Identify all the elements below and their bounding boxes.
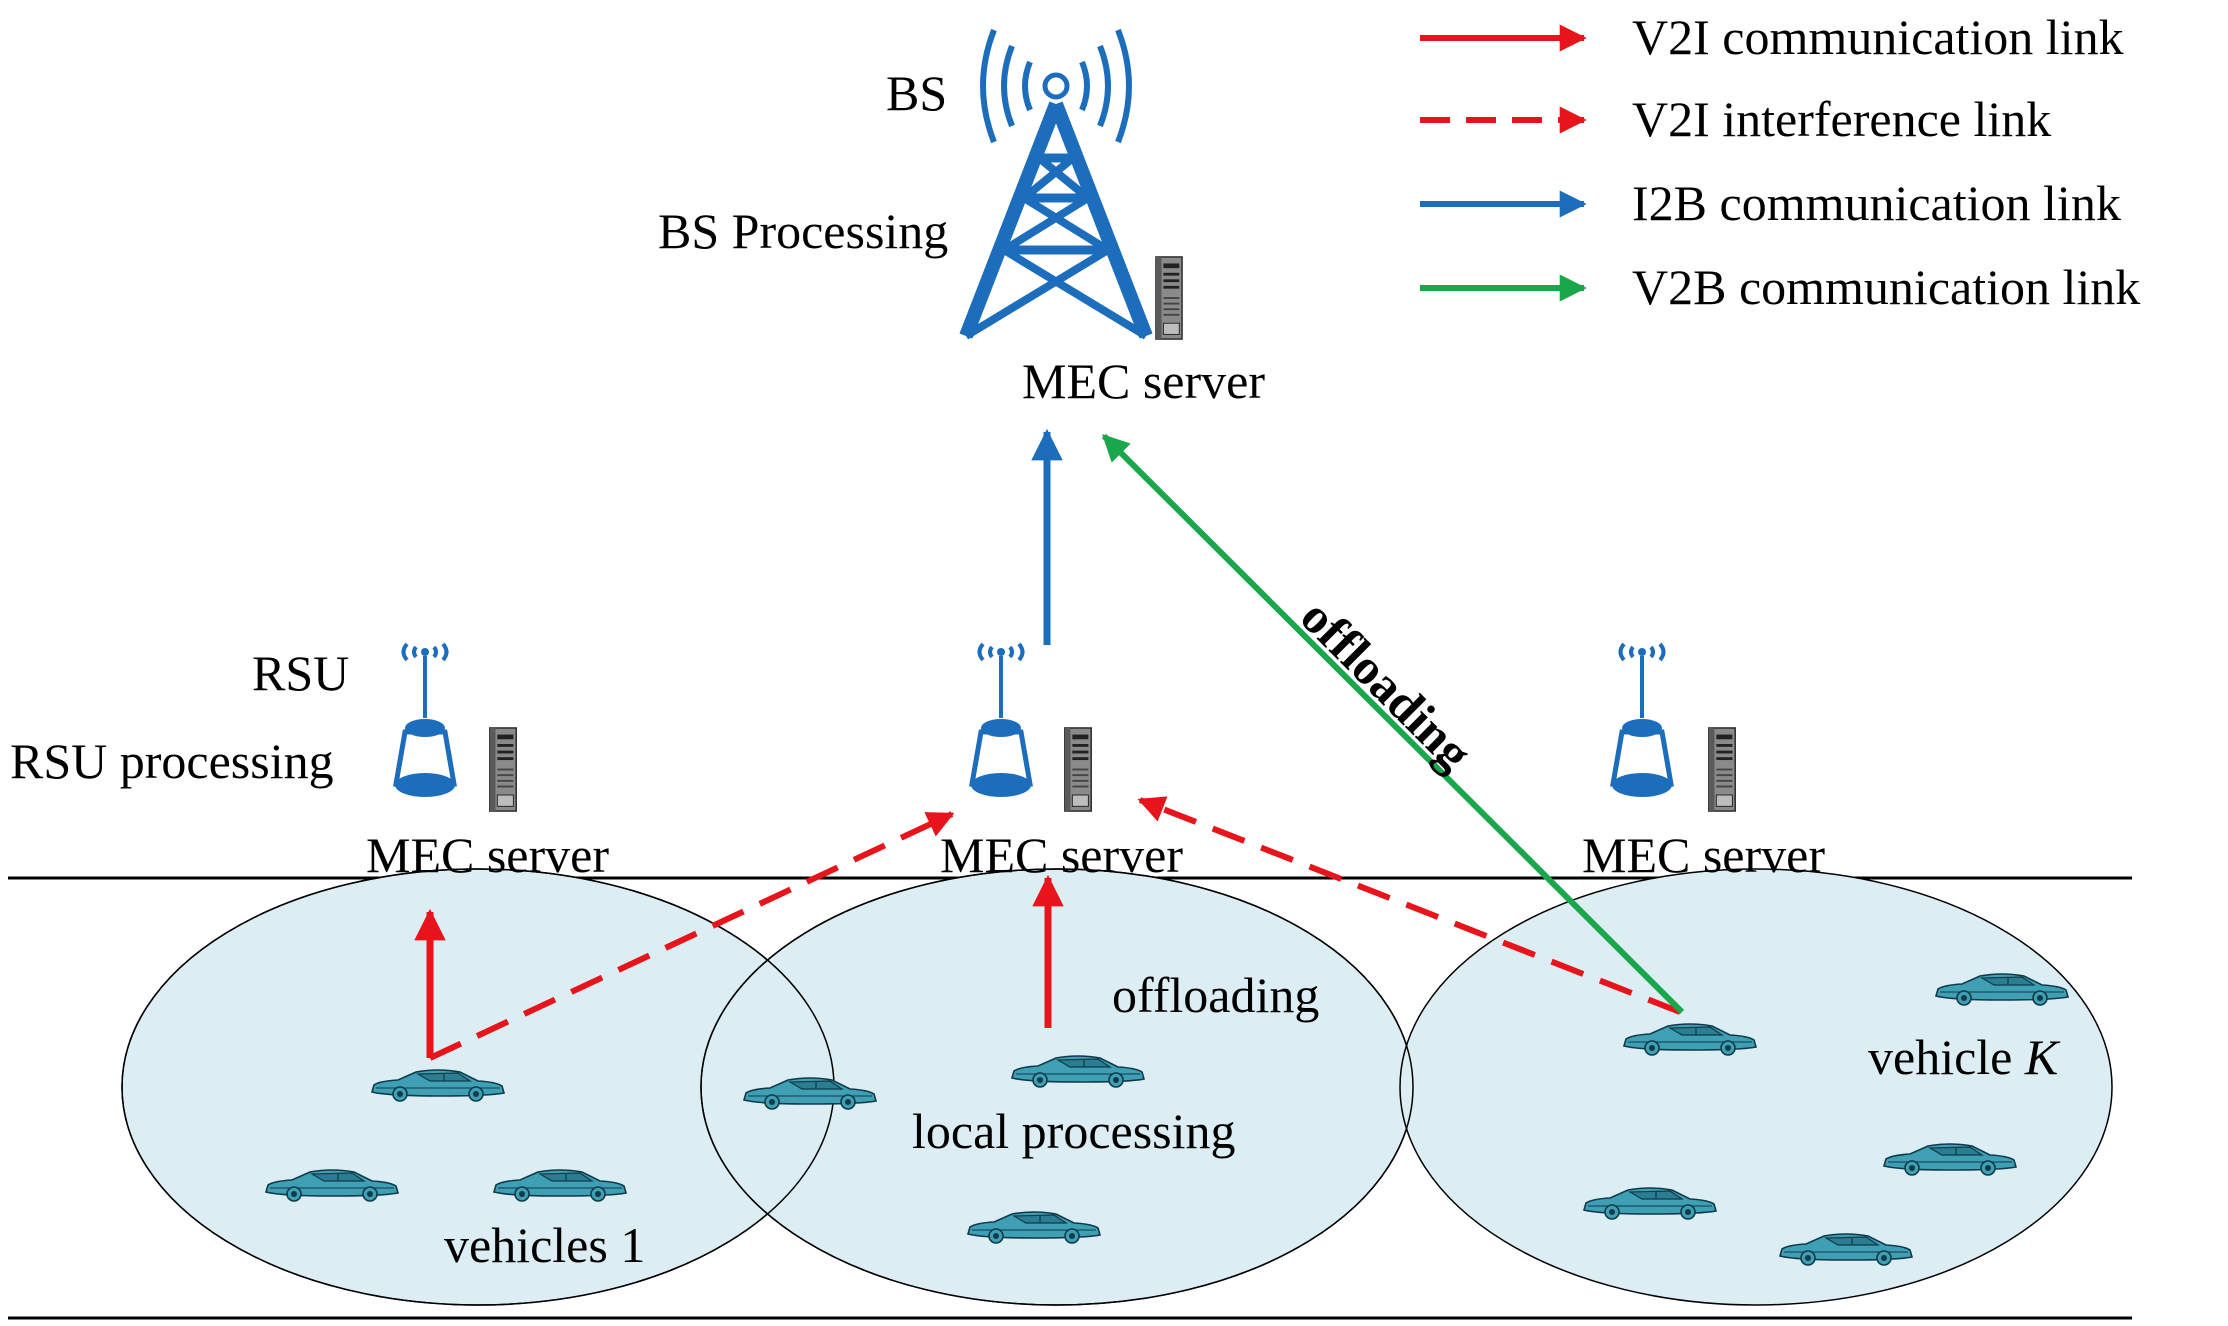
v2b-link bbox=[1101, 433, 1685, 1015]
mec-server-bs-label: MEC server bbox=[1022, 353, 1265, 409]
offloading-diagonal-label: offloading bbox=[1290, 588, 1483, 781]
mec-server-left-label: MEC server bbox=[366, 827, 609, 883]
mec-server-right-label: MEC server bbox=[1582, 827, 1825, 883]
rsu-antenna-icon bbox=[971, 644, 1031, 797]
vehicle-k-label: vehicle K bbox=[1868, 1029, 2061, 1085]
legend-label-1: V2I communication link bbox=[1632, 9, 2124, 65]
v2i-interference-link-left bbox=[428, 811, 955, 1061]
rsu-processing-label: RSU processing bbox=[10, 733, 334, 789]
v2i-interference-link-right bbox=[1137, 796, 1682, 1015]
bs-processing-label: BS Processing bbox=[658, 203, 948, 259]
bs-label: BS bbox=[886, 65, 947, 121]
server-icon bbox=[1064, 727, 1092, 812]
offloading-middle-label: offloading bbox=[1112, 967, 1319, 1023]
rsu-antenna-icon bbox=[395, 644, 455, 797]
cell-tower-icon bbox=[959, 28, 1153, 340]
rsu-antenna-icon bbox=[1612, 644, 1672, 797]
legend-label-4: V2B communication link bbox=[1632, 259, 2140, 315]
legend-label-2: V2I interference link bbox=[1632, 91, 2051, 147]
local-processing-label: local processing bbox=[912, 1103, 1236, 1159]
rsu-coverage-cell-right bbox=[1399, 868, 2113, 1306]
vehicles-1-label: vehicles 1 bbox=[444, 1217, 645, 1273]
server-icon bbox=[1708, 727, 1736, 812]
legend-label-3: I2B communication link bbox=[1632, 175, 2121, 231]
server-icon bbox=[1155, 256, 1183, 340]
mec-server-middle-label: MEC server bbox=[940, 827, 1183, 883]
server-icon bbox=[489, 727, 517, 812]
rsu-label: RSU bbox=[252, 645, 349, 701]
